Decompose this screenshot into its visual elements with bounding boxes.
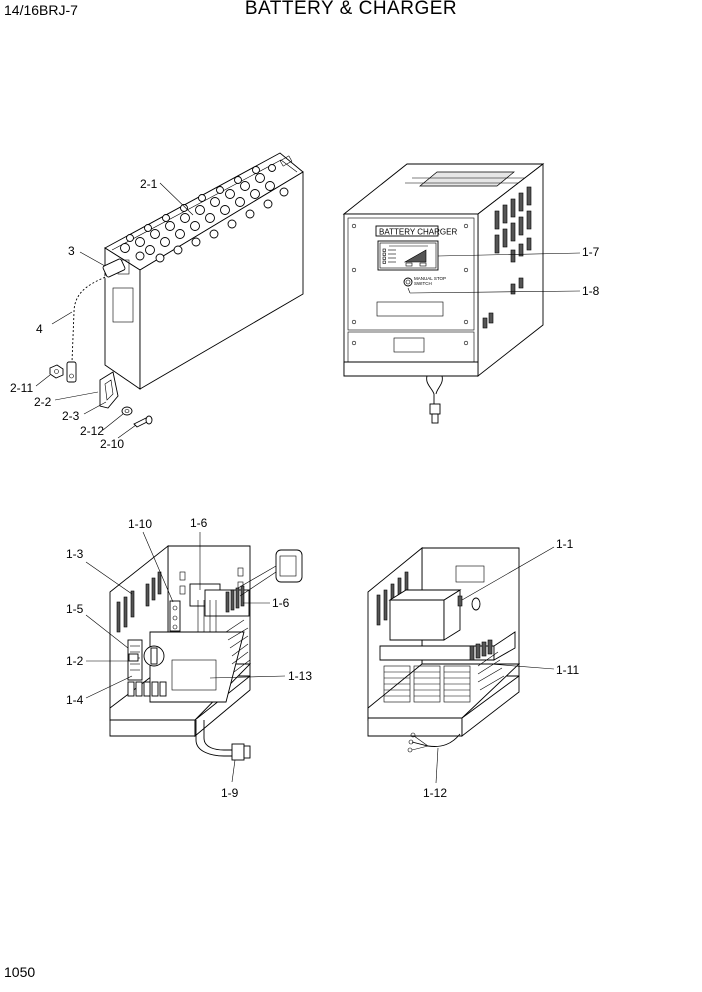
charger-side-vents <box>482 186 532 329</box>
charger-front-drawing: BATTERY CHARGER MANUAL STOP SWITCH 1-7 1… <box>342 163 600 424</box>
callout-1-4: 1-4 <box>66 693 84 707</box>
callout-1-13: 1-13 <box>288 669 312 683</box>
callout-2-1: 2-1 <box>140 177 158 191</box>
callout-2-3: 2-3 <box>62 409 80 423</box>
callout-1-5: 1-5 <box>66 602 84 616</box>
callout-1-1: 1-1 <box>556 537 574 551</box>
callout-4: 4 <box>36 322 43 336</box>
model-number: 14/16BRJ-7 <box>4 2 78 18</box>
page-title: BATTERY & CHARGER <box>244 0 458 19</box>
callout-1-12: 1-12 <box>423 786 447 800</box>
callout-2-2: 2-2 <box>34 395 52 409</box>
battery-cells <box>120 164 289 263</box>
callout-1-8: 1-8 <box>582 284 600 298</box>
callout-1-3: 1-3 <box>66 547 84 561</box>
charger-panel-label: BATTERY CHARGER <box>379 228 457 237</box>
callout-1-6-top: 1-6 <box>190 516 208 530</box>
switch-label-1: MANUAL STOP <box>414 276 446 281</box>
switch-label-2: SWITCH <box>414 281 432 286</box>
charger-right-interior-drawing: 1-1 1-11 1-12 <box>367 537 579 800</box>
callout-1-6-side: 1-6 <box>272 596 290 610</box>
callout-1-2: 1-2 <box>66 654 84 668</box>
charger-left-interior-drawing: 1-10 1-6 1-3 1-6 1-5 1-2 1-4 1-13 1-9 <box>66 516 312 800</box>
callout-1-10: 1-10 <box>128 517 152 531</box>
battery-drawing: 2-1 3 4 2-11 2-2 2-3 2-12 2-10 <box>10 152 304 451</box>
page-number: 1050 <box>4 964 36 980</box>
callout-1-7: 1-7 <box>582 245 600 259</box>
callout-1-11: 1-11 <box>556 663 579 677</box>
callout-3: 3 <box>68 244 75 258</box>
callout-2-11: 2-11 <box>10 381 33 395</box>
callout-2-10: 2-10 <box>100 437 124 451</box>
callout-2-12: 2-12 <box>80 424 104 438</box>
callout-1-9: 1-9 <box>221 786 239 800</box>
